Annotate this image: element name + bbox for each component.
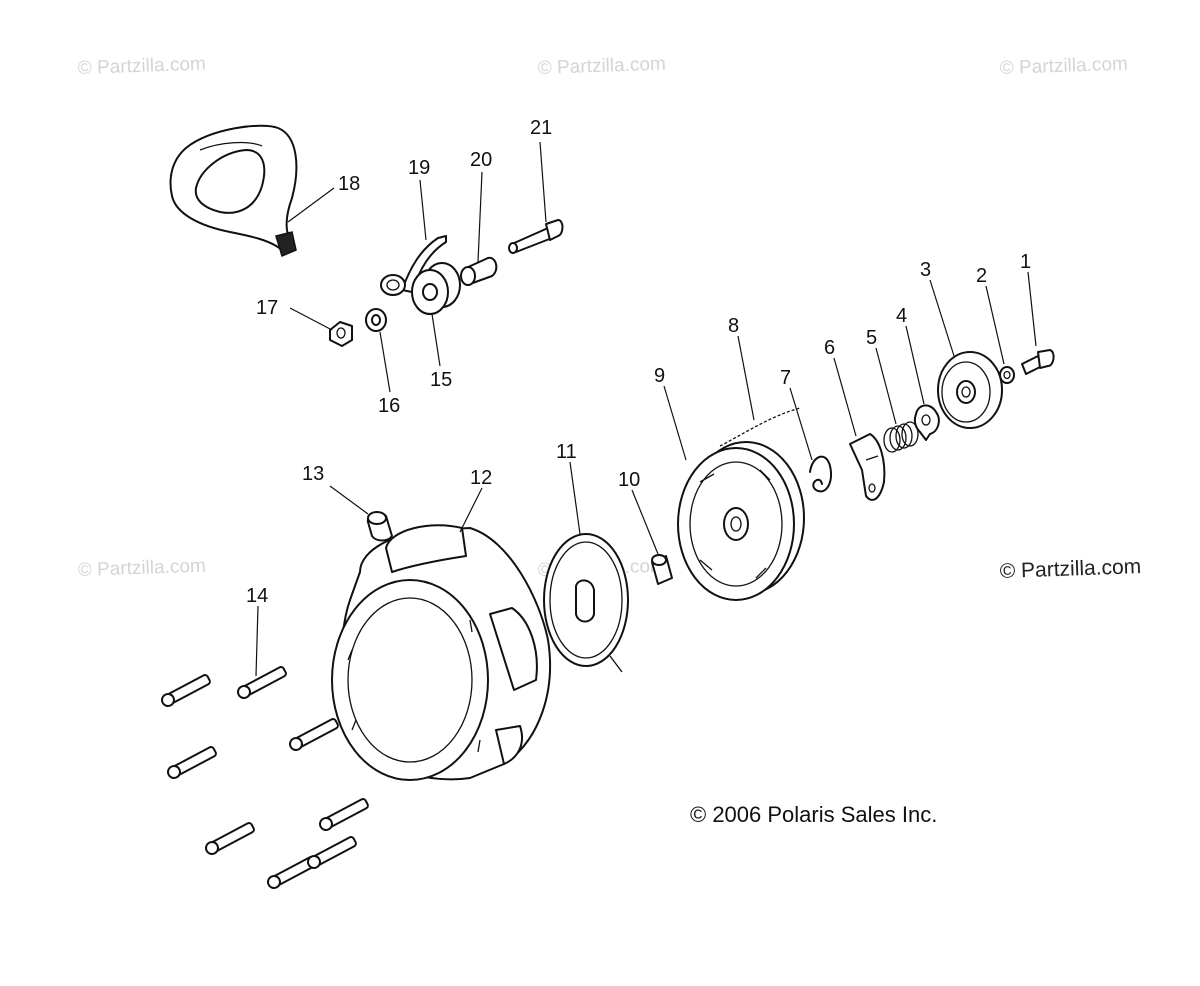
part-10-bushing xyxy=(651,554,673,585)
leader-4 xyxy=(905,325,925,405)
callout-12: 12 xyxy=(470,467,492,489)
leader-8 xyxy=(737,335,755,421)
callout-2: 2 xyxy=(976,265,987,287)
part-17-nut xyxy=(329,321,353,347)
part-13-plug xyxy=(366,511,393,542)
callout-labels: 1 2 3 4 5 6 7 8 9 10 11 12 13 14 15 16 1… xyxy=(246,117,1031,607)
part-15-pulley xyxy=(411,262,461,315)
part-12-housing xyxy=(331,524,552,781)
part-14-screw xyxy=(237,666,287,699)
part-14-screw xyxy=(205,822,255,855)
callout-13: 13 xyxy=(302,463,324,485)
callout-15: 15 xyxy=(430,369,452,391)
part-7-small-spring xyxy=(809,455,832,493)
callout-16: 16 xyxy=(378,395,400,417)
leader-5 xyxy=(875,347,897,425)
watermark-top-left: © Partzilla.com xyxy=(77,54,206,79)
part-6-pawl xyxy=(849,433,886,501)
callout-18: 18 xyxy=(338,173,360,195)
callout-21: 21 xyxy=(530,117,552,139)
part-1-bolt xyxy=(1021,349,1055,375)
callout-1: 1 xyxy=(1020,251,1031,273)
callout-10: 10 xyxy=(618,469,640,491)
callout-17: 17 xyxy=(256,297,278,319)
part-18-handle xyxy=(169,124,298,258)
leader-lines xyxy=(255,141,1037,677)
callout-14: 14 xyxy=(246,585,268,607)
leader-10 xyxy=(631,489,659,555)
part-14-screw-group xyxy=(161,666,369,889)
callout-8: 8 xyxy=(728,315,739,337)
callout-5: 5 xyxy=(866,327,877,349)
leader-12 xyxy=(459,487,483,533)
leader-15 xyxy=(431,313,441,367)
part-11-recoil-spring xyxy=(543,533,629,673)
callout-19: 19 xyxy=(408,157,430,179)
part-19-rope-guide xyxy=(380,235,447,296)
leader-16 xyxy=(379,331,391,393)
leader-11 xyxy=(569,461,581,535)
watermark-top-center: © Partzilla.com xyxy=(537,54,666,79)
callout-20: 20 xyxy=(470,149,492,171)
copyright-notice: © 2006 Polaris Sales Inc. xyxy=(690,802,937,827)
leader-14 xyxy=(255,605,259,677)
watermark-brand: © Partzilla.com xyxy=(999,555,1141,583)
leader-3 xyxy=(929,279,955,357)
watermark-top-right: © Partzilla.com xyxy=(999,54,1128,79)
part-8-rope xyxy=(719,407,801,447)
part-14-screw xyxy=(307,836,357,869)
part-14-screw xyxy=(289,718,339,751)
leader-17 xyxy=(289,307,333,331)
part-9-reel xyxy=(677,441,805,601)
leader-9 xyxy=(663,385,687,461)
part-4-ratchet-plate xyxy=(913,404,940,441)
part-5-spring xyxy=(883,421,919,453)
callout-3: 3 xyxy=(920,259,931,281)
callout-7: 7 xyxy=(780,367,791,389)
leader-19 xyxy=(419,179,427,241)
part-3-disk xyxy=(937,351,1003,429)
leader-2 xyxy=(985,285,1005,365)
part-21-pin xyxy=(508,219,564,254)
part-20-sleeve xyxy=(460,256,498,286)
leader-21 xyxy=(539,141,547,223)
part-16-washer xyxy=(365,308,387,332)
leader-20 xyxy=(477,171,483,263)
callout-4: 4 xyxy=(896,305,907,327)
part-14-screw xyxy=(161,674,211,707)
callout-11: 11 xyxy=(556,441,577,463)
part-14-screw xyxy=(319,798,369,831)
leader-7 xyxy=(789,387,813,461)
leader-13 xyxy=(329,485,369,515)
watermark-mid-left: © Partzilla.com xyxy=(77,556,206,581)
part-14-screw xyxy=(167,746,217,779)
leader-6 xyxy=(833,357,857,437)
leader-1 xyxy=(1027,271,1037,347)
callout-6: 6 xyxy=(824,337,835,359)
callout-9: 9 xyxy=(654,365,665,387)
leader-18 xyxy=(287,187,335,223)
